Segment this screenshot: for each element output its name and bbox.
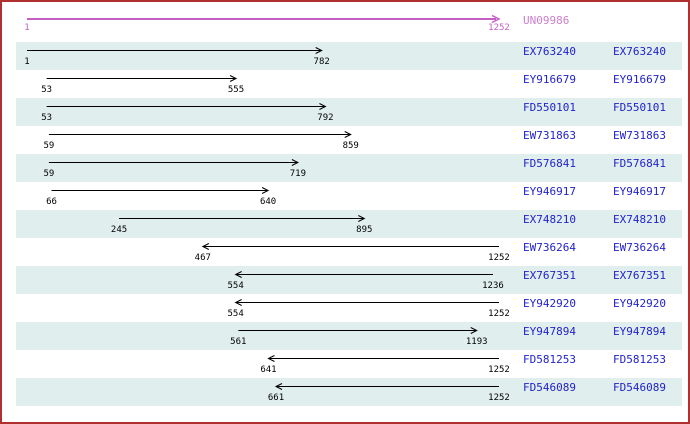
- read-start-coordinate: 641: [260, 365, 277, 375]
- read-end-coordinate: 1252: [488, 253, 510, 263]
- reverse-read-arrow-icon: [201, 243, 499, 250]
- accession-link-secondary[interactable]: EY947894: [613, 325, 666, 338]
- row-band: [16, 266, 682, 294]
- row-band: [16, 322, 682, 350]
- read-start-coordinate: 59: [43, 141, 55, 151]
- accession-link[interactable]: FD550101: [523, 101, 576, 114]
- accession-link[interactable]: EY947894: [523, 325, 576, 338]
- read-start-coordinate: 554: [227, 281, 244, 291]
- row-band: [16, 98, 682, 126]
- accession-link-secondary[interactable]: EY942920: [613, 297, 666, 310]
- read-start-coordinate: 66: [46, 197, 57, 207]
- accession-link[interactable]: FD546089: [523, 381, 576, 394]
- alignment-row: 66 640 EY946917 EY946917: [2, 182, 688, 210]
- accession-link[interactable]: EX763240: [523, 45, 576, 58]
- alignment-row: 59 719 FD576841 FD576841: [2, 154, 688, 182]
- row-band: [16, 154, 682, 182]
- row-band: [16, 42, 682, 70]
- read-start-coordinate: 245: [110, 225, 128, 235]
- read-end-coordinate: 555: [227, 85, 245, 95]
- read-start-coordinate: 53: [41, 113, 53, 123]
- accession-link[interactable]: EY946917: [523, 185, 576, 198]
- alignment-row: 245 895 EX748210 EX748210: [2, 210, 688, 238]
- reference-arrow-icon: [27, 14, 501, 24]
- read-start-coordinate: 661: [267, 393, 285, 403]
- read-start-coordinate: 467: [194, 253, 211, 263]
- accession-link-secondary[interactable]: EY916679: [613, 73, 666, 86]
- accession-link[interactable]: EX767351: [523, 269, 576, 282]
- accession-link[interactable]: EW736264: [523, 241, 576, 254]
- alignment-row: 641 1252 FD581253 FD581253: [2, 350, 688, 378]
- read-end-coordinate: 640: [259, 197, 277, 207]
- read-end-coordinate: 1236: [482, 281, 504, 291]
- alignment-row: 554 1252 EY942920 EY942920: [2, 294, 688, 322]
- accession-link-secondary[interactable]: FD576841: [613, 157, 666, 170]
- read-start-coordinate: 53: [41, 85, 53, 95]
- forward-read-arrow-icon: [238, 327, 478, 334]
- read-end-coordinate: 792: [317, 113, 334, 123]
- reverse-read-arrow-icon: [267, 355, 499, 362]
- forward-read-arrow-icon: [27, 47, 323, 54]
- read-start-coordinate: 59: [43, 169, 55, 179]
- forward-read-arrow-icon: [51, 187, 270, 194]
- alignment-row: 561 1193 EY947894 EY947894: [2, 322, 688, 350]
- reverse-read-arrow-icon: [274, 383, 499, 390]
- accession-link-secondary[interactable]: EX763240: [613, 45, 666, 58]
- accession-link-secondary[interactable]: EX748210: [613, 213, 666, 226]
- alignment-row: 554 1236 EX767351 EX767351: [2, 266, 688, 294]
- accession-link[interactable]: FD576841: [523, 157, 576, 170]
- accession-link-secondary[interactable]: EW736264: [613, 241, 666, 254]
- read-start-coordinate: 554: [227, 309, 244, 319]
- alignment-row: 53 555 EY916679 EY916679: [2, 70, 688, 98]
- accession-link-secondary[interactable]: FD546089: [613, 381, 666, 394]
- alignment-row: 467 1252 EW736264 EW736264: [2, 238, 688, 266]
- accession-link-secondary[interactable]: EW731863: [613, 129, 666, 142]
- accession-link-secondary[interactable]: EY946917: [613, 185, 666, 198]
- forward-read-arrow-icon: [48, 131, 352, 138]
- alignment-row: 1 782 EX763240 EX763240: [2, 42, 688, 70]
- read-end-coordinate: 719: [289, 169, 307, 179]
- reference-name-label: UN09986: [523, 14, 570, 27]
- reference-row: UN09986 1 1252: [2, 2, 688, 42]
- read-end-coordinate: 895: [356, 225, 373, 235]
- accession-link-secondary[interactable]: FD550101: [613, 101, 666, 114]
- read-end-coordinate: 859: [342, 141, 359, 151]
- read-start-coordinate: 1: [24, 57, 30, 67]
- reverse-read-arrow-icon: [234, 271, 493, 278]
- alignment-row: 59 859 EW731863 EW731863: [2, 126, 688, 154]
- read-end-coordinate: 1193: [465, 337, 488, 347]
- forward-read-arrow-icon: [48, 159, 300, 166]
- accession-link[interactable]: EW731863: [523, 129, 576, 142]
- forward-read-arrow-icon: [46, 75, 238, 82]
- forward-read-arrow-icon: [46, 103, 327, 110]
- accession-link[interactable]: EY916679: [523, 73, 576, 86]
- reference-end-coordinate: 1252: [488, 23, 510, 33]
- read-end-coordinate: 1252: [488, 365, 510, 375]
- accession-link[interactable]: FD581253: [523, 353, 576, 366]
- accession-link-secondary[interactable]: FD581253: [613, 353, 666, 366]
- row-band: [16, 378, 682, 406]
- reverse-read-arrow-icon: [234, 299, 499, 306]
- read-start-coordinate: 561: [230, 337, 247, 347]
- read-end-coordinate: 1252: [488, 309, 510, 319]
- accession-link[interactable]: EY942920: [523, 297, 576, 310]
- accession-link[interactable]: EX748210: [523, 213, 576, 226]
- row-band: [16, 210, 682, 238]
- forward-read-arrow-icon: [119, 215, 366, 222]
- read-end-coordinate: 782: [313, 57, 330, 67]
- reference-start-coordinate: 1: [24, 23, 30, 33]
- accession-link-secondary[interactable]: EX767351: [613, 269, 666, 282]
- alignment-row: 661 1252 FD546089 FD546089: [2, 378, 688, 406]
- alignment-row: 53 792 FD550101 FD550101: [2, 98, 688, 126]
- read-end-coordinate: 1252: [488, 393, 510, 403]
